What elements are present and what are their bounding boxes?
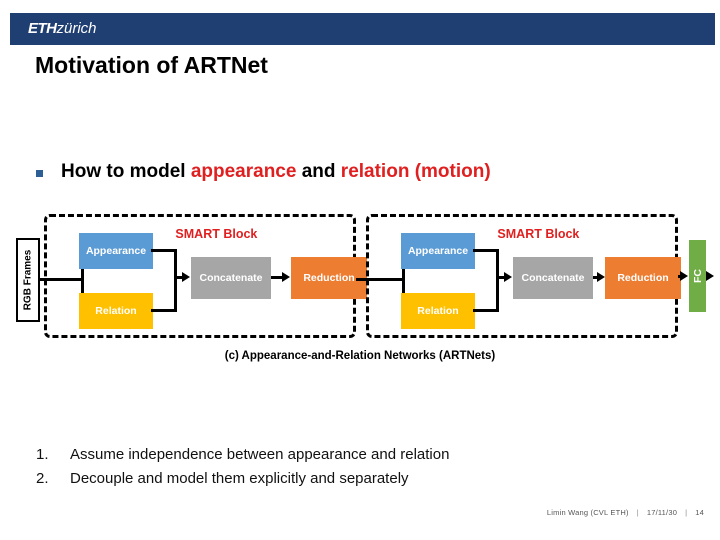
footer-author: Limin Wang (CVL ETH) <box>546 508 629 517</box>
arrow-b2-concat <box>504 272 512 282</box>
page-title: Motivation of ARTNet <box>35 52 268 78</box>
eth-logo-city: zürich <box>56 20 97 37</box>
wire-b2-merge-vertical <box>496 249 499 312</box>
wire-b1-fanout-vertical <box>81 242 84 317</box>
bullet-row: How to model appearance and relation (mo… <box>36 160 696 184</box>
smart-block-2-appearance-node: Appearance <box>401 233 475 269</box>
smart-block-2-relation-node: Relation <box>401 293 475 329</box>
eth-header-bar: ETHzürich <box>10 13 715 45</box>
fc-output-block: FC <box>689 240 706 312</box>
wire-input-trunk <box>40 278 84 281</box>
bullet-highlight-appearance: appearance <box>190 161 297 182</box>
wire-b1-merge-to-concat <box>174 276 185 279</box>
smart-block-1-relation-node: Relation <box>79 293 153 329</box>
list-item-text: Decouple and model them explicitly and s… <box>70 470 409 487</box>
arrow-fc-in <box>680 271 688 281</box>
smart-block-2-concatenate-node: Concatenate <box>513 257 593 299</box>
smart-block-2: SMART Block Appearance Relation Concaten… <box>366 214 681 338</box>
smart-block-1-label: SMART Block <box>175 227 258 241</box>
arrow-b1-concat <box>182 272 190 282</box>
title-notch <box>32 45 715 55</box>
list-item: 1. Assume independence between appearanc… <box>36 443 656 467</box>
wire-b1-merge-vertical <box>174 249 177 312</box>
smart-block-1: SMART Block Appearance Relation Concaten… <box>44 214 367 338</box>
wire-b1-relation-out <box>151 309 177 312</box>
square-bullet-icon <box>36 170 43 177</box>
numbered-list: 1. Assume independence between appearanc… <box>36 443 656 491</box>
wire-b1-to-b2-trunk <box>356 278 402 281</box>
arrow-b2-reduction <box>597 272 605 282</box>
wire-b2-fanout-vertical <box>402 242 405 317</box>
footer-date: 17/11/30 <box>646 508 678 517</box>
smart-block-2-reduction-node: Reduction <box>605 257 681 299</box>
figure-caption: (c) Appearance-and-Relation Networks (AR… <box>224 350 496 362</box>
wire-b1-appearance-out <box>151 249 177 252</box>
wire-b2-appearance-out <box>473 249 499 252</box>
list-item: 2. Decouple and model them explicitly an… <box>36 467 656 491</box>
arrow-b1-reduction <box>282 272 290 282</box>
rgb-frames-input-block: RGB Frames <box>16 238 40 322</box>
smart-block-1-concatenate-node: Concatenate <box>191 257 271 299</box>
eth-logo-mark: ETH <box>28 20 57 37</box>
bullet-text-part1: How to model <box>61 161 191 182</box>
smart-block-1-appearance-node: Appearance <box>79 233 153 269</box>
smart-block-2-label: SMART Block <box>497 227 580 241</box>
fc-label: FC <box>691 269 704 283</box>
eth-logo: ETHzürich <box>28 19 97 38</box>
footer-page-number: 14 <box>695 508 704 517</box>
rgb-frames-label: RGB Frames <box>22 249 34 311</box>
wire-b1-concat-to-reduction <box>271 276 283 279</box>
list-item-marker: 2. <box>36 470 49 487</box>
list-item-text: Assume independence between appearance a… <box>70 446 450 463</box>
bullet-highlight-relation: relation (motion) <box>340 161 491 182</box>
artnet-architecture-diagram: RGB Frames SMART Block Appearance Relati… <box>8 208 714 378</box>
footer-separator-1: | <box>636 508 639 517</box>
bullet-text-part2: and <box>296 161 341 182</box>
list-item-marker: 1. <box>36 446 49 463</box>
slide-footer: Limin Wang (CVL ETH) | 17/11/30 | 14 <box>545 508 706 517</box>
arrow-fc-out <box>706 271 714 281</box>
bullet-text: How to model appearance and relation (mo… <box>61 160 491 184</box>
wire-b2-merge-to-concat <box>496 276 507 279</box>
footer-separator-2: | <box>685 508 688 517</box>
smart-block-1-reduction-node: Reduction <box>291 257 367 299</box>
wire-b2-relation-out <box>473 309 499 312</box>
